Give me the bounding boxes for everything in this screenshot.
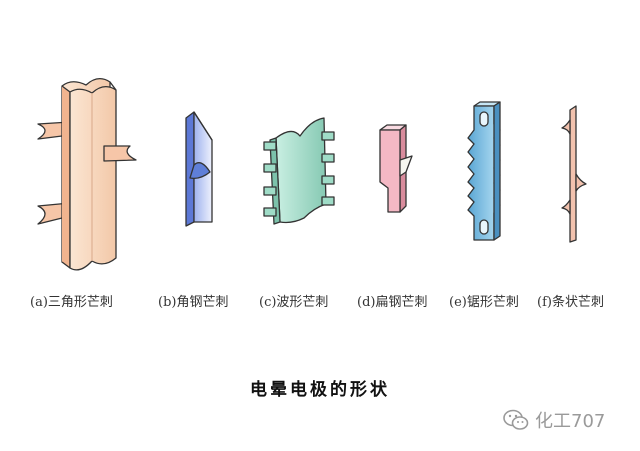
flat-steel-barb-electrode — [379, 124, 413, 213]
caption-strip-barb: (f)条状芒刺 — [537, 295, 604, 310]
sawtooth-barb-electrode — [467, 101, 501, 241]
caption-wave-barb: (c)波形芒刺 — [259, 295, 329, 310]
wave-barb-electrode — [263, 117, 335, 225]
wechat-icon — [503, 409, 529, 430]
caption-sawtooth-barb: (e)锯形芒刺 — [449, 295, 519, 310]
angle-steel-barb-electrode — [185, 111, 213, 227]
caption-angle-steel-barb: (b)角钢芒刺 — [158, 295, 229, 310]
caption-triangular-barb: (a)三角形芒刺 — [30, 295, 113, 310]
triangular-barb-electrode — [37, 78, 137, 271]
watermark: 化工707 — [503, 407, 605, 433]
watermark-text: 化工707 — [535, 411, 606, 432]
strip-barb-electrode — [561, 105, 587, 243]
caption-flat-steel-barb: (d)扁钢芒刺 — [357, 295, 428, 310]
figure-title: 电晕电极的形状 — [250, 380, 390, 400]
